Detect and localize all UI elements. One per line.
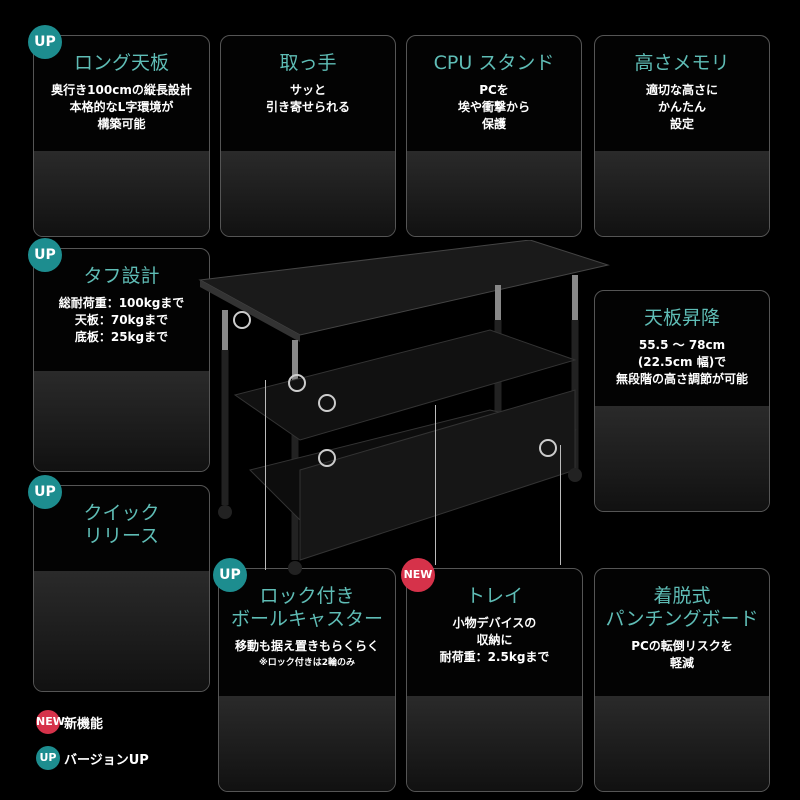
card-desc: 移動も据え置きもらくらく ※ロック付きは2輪のみ — [219, 638, 395, 672]
desc-line: 総耐荷重：100kgまで — [58, 296, 185, 310]
card-desc: PCを埃や衝撃から保護 — [407, 82, 581, 133]
up-badge: UP — [28, 238, 62, 272]
desc-line: 埃や衝撃から — [457, 100, 530, 114]
card-desc: 小物デバイスの収納に耐荷重：2.5kgまで — [407, 615, 582, 666]
feature-card: トレイ小物デバイスの収納に耐荷重：2.5kgまで — [406, 568, 583, 792]
product-photo — [34, 571, 209, 691]
product-photo — [407, 696, 582, 791]
desc-line: PCを — [479, 83, 509, 97]
legend-label: バージョンUP — [64, 752, 149, 768]
new-badge: NEW — [36, 710, 65, 734]
desc-line: 移動も据え置きもらくらく — [234, 639, 379, 653]
up-badge: UP — [36, 746, 60, 770]
card-desc: 奥行き100cmの縦長設計本格的なL字環境が構築可能 — [34, 82, 209, 133]
product-photo — [595, 696, 769, 791]
desc-line: (22.5cm 幅)で — [637, 355, 727, 369]
callout-line — [560, 445, 561, 565]
desc-line: PCの転倒リスクを — [631, 639, 733, 653]
feature-card: 高さメモリ適切な高さにかんたん設定 — [594, 35, 770, 237]
product-photo — [595, 406, 769, 511]
desc-line: 底板：25kgまで — [74, 330, 169, 344]
feature-card: 取っ手サッと引き寄せられる — [220, 35, 396, 237]
desc-line: 奥行き100cmの縦長設計 — [51, 83, 192, 97]
desc-line: かんたん — [657, 100, 706, 114]
desc-line: 耐荷重：2.5kgまで — [439, 650, 550, 664]
feature-card: クイック リリース — [33, 485, 210, 692]
desk-illustration — [198, 240, 610, 575]
product-photo — [34, 151, 209, 236]
up-badge: UP — [28, 475, 62, 509]
product-photo — [34, 371, 209, 471]
desc-line: 無段階の高さ調節が可能 — [615, 372, 748, 386]
product-photo — [221, 151, 395, 236]
callout-line — [265, 380, 266, 570]
card-note: ※ロック付きは2輪のみ — [258, 658, 355, 668]
card-title: ロック付き ボールキャスター — [230, 585, 383, 630]
up-badge: UP — [28, 25, 62, 59]
desc-line: 軽減 — [669, 656, 694, 670]
feature-card: タフ設計総耐荷重：100kgまで天板：70kgまで底板：25kgまで — [33, 248, 210, 472]
desc-line: 本格的なL字環境が — [69, 100, 174, 114]
card-desc: PCの転倒リスクを軽減 — [595, 638, 769, 672]
product-photo — [595, 151, 769, 236]
feature-card: 着脱式 パンチングボード PCの転倒リスクを軽減 — [594, 568, 770, 792]
card-title: ロング天板 — [73, 52, 169, 74]
new-badge: NEW — [401, 558, 435, 592]
desc-line: 保護 — [481, 117, 506, 131]
desc-line: 収納に — [476, 633, 513, 647]
card-title: 天板昇降 — [643, 307, 720, 329]
card-title: 着脱式 パンチングボード — [605, 585, 759, 630]
feature-card: ロック付き ボールキャスター移動も据え置きもらくらく ※ロック付きは2輪のみ — [218, 568, 396, 792]
desc-line: 55.5 〜 78cm — [638, 338, 726, 352]
callout-line — [435, 405, 436, 565]
desc-line: 天板：70kgまで — [74, 313, 169, 327]
card-title: トレイ — [465, 585, 523, 607]
desc-line: サッと — [289, 83, 326, 97]
card-title: 取っ手 — [279, 52, 337, 74]
card-title: タフ設計 — [83, 265, 160, 287]
feature-card: 天板昇降 55.5 〜 78cm (22.5cm 幅)で無段階の高さ調節が可能 — [594, 290, 770, 512]
card-desc: 総耐荷重：100kgまで天板：70kgまで底板：25kgまで — [34, 295, 209, 346]
legend-label: 新機能 — [64, 716, 104, 732]
desc-line: 構築可能 — [97, 117, 146, 131]
product-photo — [407, 151, 581, 236]
desc-line: 小物デバイスの — [452, 616, 537, 630]
up-badge: UP — [213, 558, 247, 592]
card-desc: サッと引き寄せられる — [221, 82, 395, 116]
product-photo — [219, 696, 395, 791]
card-desc: 適切な高さにかんたん設定 — [595, 82, 769, 133]
desc-line: 引き寄せられる — [265, 100, 350, 114]
desc-line: 設定 — [669, 117, 694, 131]
feature-card: ロング天板奥行き100cmの縦長設計本格的なL字環境が構築可能 — [33, 35, 210, 237]
desc-line: 適切な高さに — [645, 83, 718, 97]
card-title: クイック リリース — [83, 502, 160, 547]
card-title: CPU スタンド — [433, 52, 555, 74]
card-title: 高さメモリ — [634, 52, 730, 74]
feature-card: CPU スタンド PCを埃や衝撃から保護 — [406, 35, 582, 237]
card-desc: 55.5 〜 78cm (22.5cm 幅)で無段階の高さ調節が可能 — [595, 337, 769, 388]
